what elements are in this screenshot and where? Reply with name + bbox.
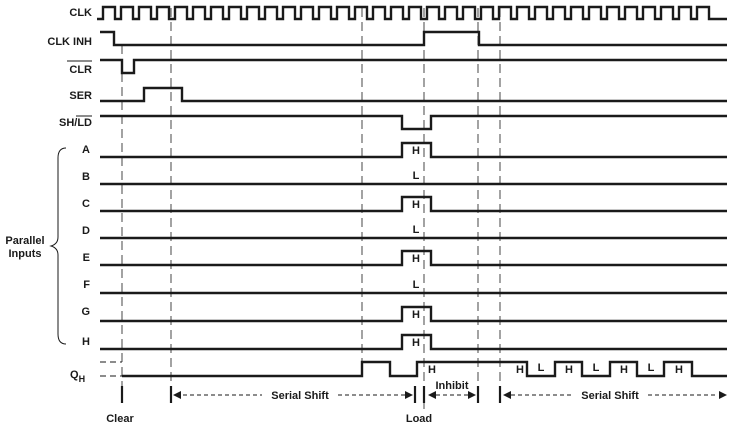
parallel-input-labels: A B C D E F G H Parallel Inputs: [5, 144, 90, 348]
input-e-waveform: [100, 249, 727, 267]
qh-level-8: H: [675, 364, 683, 376]
qh-waveform: [122, 360, 727, 378]
ld-part: LD: [77, 117, 92, 129]
qh-labels: QH H H L H L H L H: [70, 362, 683, 384]
qh-level-7: L: [648, 362, 655, 374]
shift1-arrow-head-right: [405, 391, 413, 399]
inhibit-arrow-head-left: [428, 391, 436, 399]
parallel-input-label-b: B: [82, 171, 90, 183]
phase-annotations: Clear Serial Shift Load Inhibit Serial S…: [106, 380, 727, 425]
qh-level-6: H: [620, 364, 628, 376]
clear-label: Clear: [106, 413, 134, 425]
qh-label-subscript: H: [79, 374, 86, 384]
inhibit-arrow-head-right: [468, 391, 476, 399]
qh-label: QH: [70, 369, 85, 384]
clk-inh-label: CLK INH: [47, 36, 92, 48]
input-h-waveform: [100, 333, 727, 351]
clr-label: CLR: [69, 64, 92, 76]
input-c-waveform: [100, 195, 727, 213]
parallel-input-label-f: F: [83, 279, 90, 291]
input-f-level: L: [413, 279, 420, 291]
input-d-level: L: [413, 224, 420, 236]
qh-level-3: L: [538, 362, 545, 374]
signal-labels: CLK CLK INH CLR SER SH/LD: [47, 7, 92, 129]
waveforms: [97, 5, 727, 378]
parallel-inputs-brace: [49, 147, 67, 345]
input-g-level: H: [412, 309, 420, 321]
serial-shift-1-label: Serial Shift: [271, 390, 329, 402]
sh-ld-waveform: [100, 114, 727, 131]
clr-waveform: [100, 58, 727, 75]
load-label: Load: [406, 413, 432, 425]
input-b-level: L: [413, 170, 420, 182]
ser-label: SER: [69, 90, 92, 102]
clk-waveform: [97, 5, 727, 21]
input-h-level: H: [412, 337, 420, 349]
ser-waveform: [100, 86, 727, 103]
input-g-waveform: [100, 305, 727, 323]
input-a-waveform: [100, 141, 727, 159]
shift2-arrow-head-right: [719, 391, 727, 399]
input-a-level: H: [412, 145, 420, 157]
inhibit-label: Inhibit: [436, 380, 469, 392]
serial-shift-2-label: Serial Shift: [581, 390, 639, 402]
parallel-input-label-g: G: [81, 306, 90, 318]
parallel-input-label-h: H: [82, 336, 90, 348]
parallel-group-label-2: Inputs: [9, 248, 42, 260]
reference-lines: [121, 8, 501, 410]
sh-ld-label: SH/LD: [59, 117, 92, 129]
shift1-arrow-head-left: [173, 391, 181, 399]
parallel-input-label-c: C: [82, 198, 90, 210]
sh-part: SH/: [59, 117, 77, 129]
qh-level-5: L: [593, 362, 600, 374]
clk-inh-waveform: [100, 30, 727, 47]
input-e-level: H: [412, 253, 420, 265]
parallel-group-label-1: Parallel: [5, 235, 44, 247]
qh-level-1: H: [428, 364, 436, 376]
parallel-input-label-d: D: [82, 225, 90, 237]
parallel-input-label-a: A: [82, 144, 90, 156]
qh-label-main: Q: [70, 369, 79, 381]
input-c-level: H: [412, 199, 420, 211]
input-level-labels: H L H L H L H H: [412, 145, 420, 349]
parallel-input-label-e: E: [83, 252, 90, 264]
qh-level-2: H: [516, 364, 524, 376]
clk-label: CLK: [69, 7, 92, 19]
qh-level-4: H: [565, 364, 573, 376]
shift2-arrow-head-left: [503, 391, 511, 399]
